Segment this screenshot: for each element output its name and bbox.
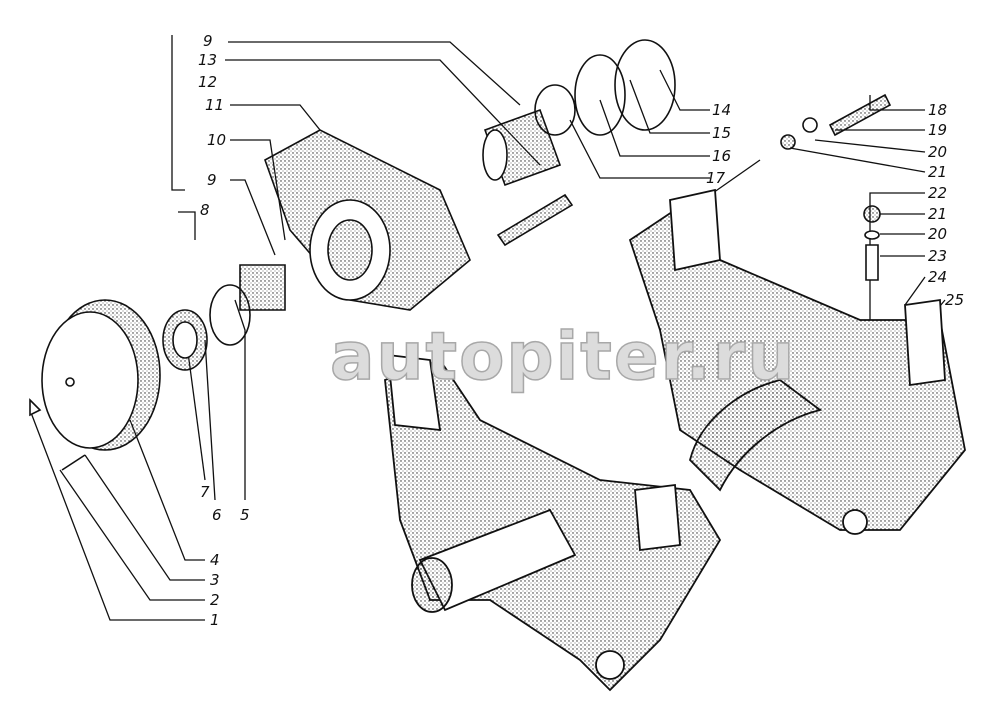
callout-15: 15 [712, 124, 732, 142]
callout-1: 1 [210, 611, 220, 629]
callout-3: 3 [210, 571, 220, 589]
callout-18: 18 [928, 101, 948, 119]
callout-8: 8 [200, 201, 210, 219]
callout-11: 11 [205, 96, 225, 114]
watermark: autopiter.ru [329, 317, 797, 396]
callout-22: 22 [928, 184, 948, 202]
callout-20b: 20 [928, 225, 948, 243]
callout-17: 17 [706, 169, 726, 187]
callout-24: 24 [928, 268, 948, 286]
bearing-housing [264, 129, 471, 311]
hub-cover [29, 264, 286, 471]
callout-19: 19 [928, 121, 948, 139]
callout-9b: 9 [207, 171, 217, 189]
balancer-bracket [384, 188, 966, 692]
bushing-and-rings [482, 39, 892, 281]
callout-13: 13 [198, 51, 218, 69]
callout-21b: 21 [928, 205, 948, 223]
callout-25: 25 [945, 291, 965, 309]
callout-20: 20 [928, 143, 948, 161]
callout-4: 4 [210, 551, 220, 569]
callout-9: 9 [203, 32, 213, 50]
callout-23: 23 [928, 247, 948, 265]
callout-2: 2 [210, 591, 220, 609]
callout-12: 12 [198, 73, 218, 91]
callout-6: 6 [212, 506, 222, 524]
callout-7: 7 [200, 483, 210, 501]
callout-16: 16 [712, 147, 732, 165]
callout-10: 10 [207, 131, 227, 149]
callout-21: 21 [928, 163, 948, 181]
callout-5: 5 [240, 506, 250, 524]
callout-14: 14 [712, 101, 732, 119]
